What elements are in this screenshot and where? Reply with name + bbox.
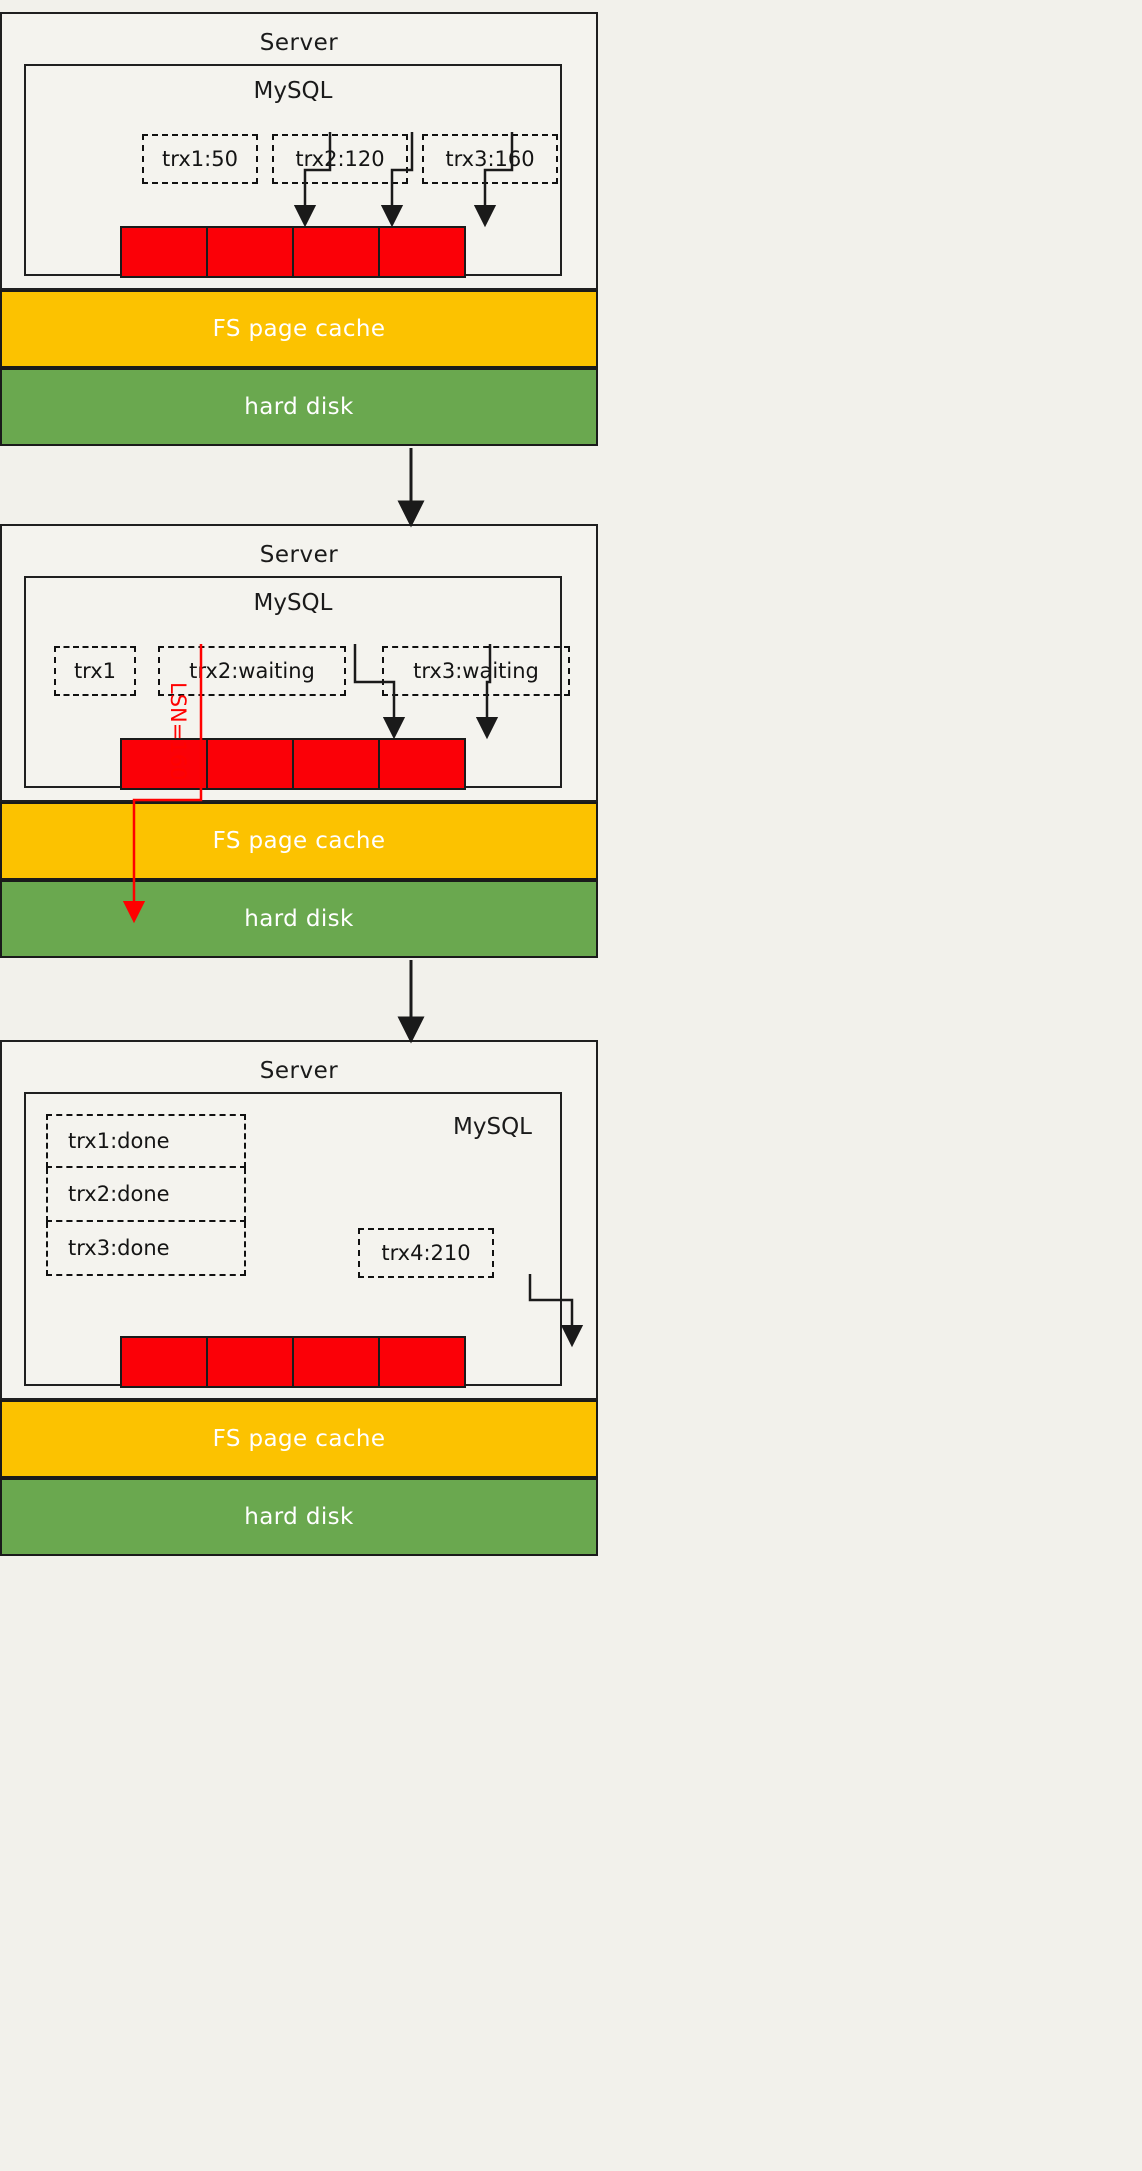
panel-3-hard-disk: hard disk bbox=[0, 1478, 598, 1556]
panel-3-trx-4[interactable]: trx4:210 bbox=[358, 1228, 494, 1278]
panel-2-fs-page-cache-label: FS page cache bbox=[212, 828, 386, 854]
panel-2-fs-page-cache: FS page cache bbox=[0, 802, 598, 880]
redo-log-cell bbox=[208, 740, 294, 788]
panel-1-trx-2-label: trx2:120 bbox=[295, 147, 385, 171]
panel-1-trx-1-label: trx1:50 bbox=[162, 147, 238, 171]
panel-2-server-label: Server bbox=[259, 542, 339, 568]
panel-1-trx-1[interactable]: trx1:50 bbox=[142, 134, 258, 184]
panel-3-fs-page-cache-label: FS page cache bbox=[212, 1426, 386, 1452]
panel-2-trx-1-label: trx1 bbox=[73, 659, 117, 683]
panel-1-trx-3-label: trx3:160 bbox=[445, 147, 535, 171]
redo-log-cell bbox=[294, 228, 380, 276]
panel-2-lsn-label: LSN=160 bbox=[166, 682, 190, 781]
panel-2-mysql-box: MySQL trx1 trx2:waiting trx3:waiting bbox=[24, 576, 570, 790]
panel-3-hard-disk-label: hard disk bbox=[244, 1504, 354, 1530]
panel-2-trx-3[interactable]: trx3:waiting bbox=[382, 646, 570, 696]
panel-1-hard-disk-label: hard disk bbox=[244, 394, 354, 420]
panel-1-server-label: Server bbox=[259, 30, 339, 56]
panel-3-mysql-box: MySQL trx1:done trx2:done trx3:done trx4… bbox=[24, 1092, 562, 1388]
panel-1-hard-disk: hard disk bbox=[0, 368, 598, 446]
panel-1-mysql-label: MySQL bbox=[253, 78, 333, 104]
panel-3-trx-4-label: trx4:210 bbox=[381, 1241, 471, 1265]
panel-3-server-label: Server bbox=[259, 1058, 339, 1084]
panel-1-server-box: Server MySQL trx1:50 trx2:120 trx3:160 bbox=[0, 12, 598, 290]
panel-3-trx-1-label: trx1:done bbox=[68, 1129, 170, 1153]
panel-3-trx-3[interactable]: trx3:done bbox=[46, 1220, 246, 1276]
panel-3-trx-2-label: trx2:done bbox=[68, 1182, 170, 1206]
panel-2-trx-3-label: trx3:waiting bbox=[413, 659, 539, 683]
redo-log-cell bbox=[380, 1338, 464, 1386]
panel-2-trx-2-label: trx2:waiting bbox=[189, 659, 315, 683]
panel-1-trx-2[interactable]: trx2:120 bbox=[272, 134, 408, 184]
panel-2-trx-1[interactable]: trx1 bbox=[54, 646, 136, 696]
redo-log-cell bbox=[380, 740, 464, 788]
redo-log-cell bbox=[294, 740, 380, 788]
panel-1-trx-3[interactable]: trx3:160 bbox=[422, 134, 558, 184]
redo-log-cell bbox=[122, 228, 208, 276]
panel-1-mysql-box: MySQL trx1:50 trx2:120 trx3:160 bbox=[24, 64, 562, 278]
panel-2-server-box: Server MySQL trx1 trx2:waiting trx3:wait… bbox=[0, 524, 598, 802]
redo-log-cell bbox=[294, 1338, 380, 1386]
redo-log-cell bbox=[380, 228, 464, 276]
redo-log-cell bbox=[122, 1338, 208, 1386]
redo-log-cell bbox=[208, 228, 294, 276]
panel-3-redo-log bbox=[120, 1336, 466, 1388]
panel-2-hard-disk: hard disk bbox=[0, 880, 598, 958]
redo-log-cell bbox=[208, 1338, 294, 1386]
panel-3-trx-3-label: trx3:done bbox=[68, 1236, 170, 1260]
panel-2-hard-disk-label: hard disk bbox=[244, 906, 354, 932]
panel-3-fs-page-cache: FS page cache bbox=[0, 1400, 598, 1478]
panel-3-server-box: Server MySQL trx1:done trx2:done trx3:do… bbox=[0, 1040, 598, 1400]
panel-2-mysql-label: MySQL bbox=[253, 590, 333, 616]
panel-3-mysql-label: MySQL bbox=[453, 1114, 532, 1140]
panel-3-trx-1[interactable]: trx1:done bbox=[46, 1114, 246, 1168]
panel-1-redo-log bbox=[120, 226, 466, 278]
panel-3-trx-2[interactable]: trx2:done bbox=[46, 1166, 246, 1222]
panel-1-fs-page-cache: FS page cache bbox=[0, 290, 598, 368]
redo-log-cell bbox=[122, 740, 208, 788]
panel-1-fs-page-cache-label: FS page cache bbox=[212, 316, 386, 342]
